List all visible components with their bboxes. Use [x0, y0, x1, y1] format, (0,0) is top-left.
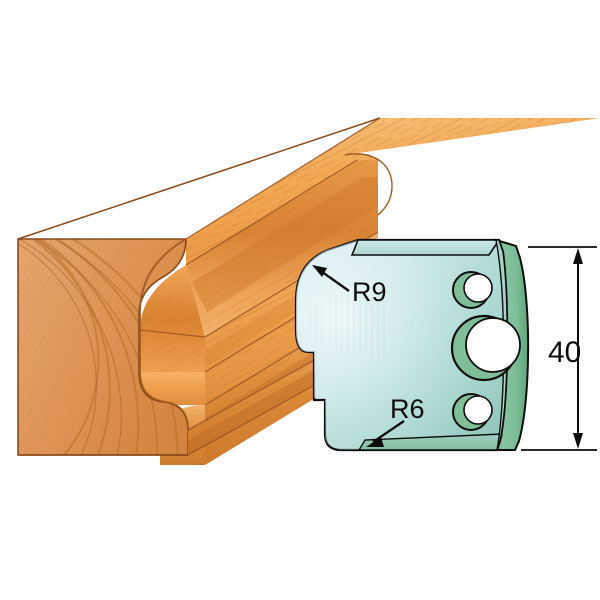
blade-top-chamfer	[350, 239, 501, 256]
blade-inner-chamfer	[495, 239, 508, 451]
blade-mounting-holes	[450, 271, 521, 431]
dimension-arrow-down	[573, 433, 583, 449]
radius-r6-label: R6	[390, 394, 425, 424]
radius-r9-label: R9	[352, 277, 387, 307]
wood-flat-face	[140, 372, 205, 405]
wood-edges	[17, 117, 381, 456]
profile-knife-blade	[294, 238, 530, 452]
lower-mounting-hole	[452, 393, 493, 431]
blade-sheen	[296, 240, 520, 450]
center-mounting-hole	[450, 314, 521, 382]
height-dimension-label: 40	[548, 336, 581, 369]
radius-r6-leader	[366, 420, 405, 447]
dimension-arrow-up	[573, 248, 583, 264]
annotations: R9 R6 40	[312, 246, 597, 451]
upper-mounting-hole	[452, 271, 493, 309]
height-dimension-40: 40	[521, 246, 597, 451]
radius-r9-leader	[312, 265, 350, 292]
wood-top-cove-cut	[345, 118, 600, 228]
